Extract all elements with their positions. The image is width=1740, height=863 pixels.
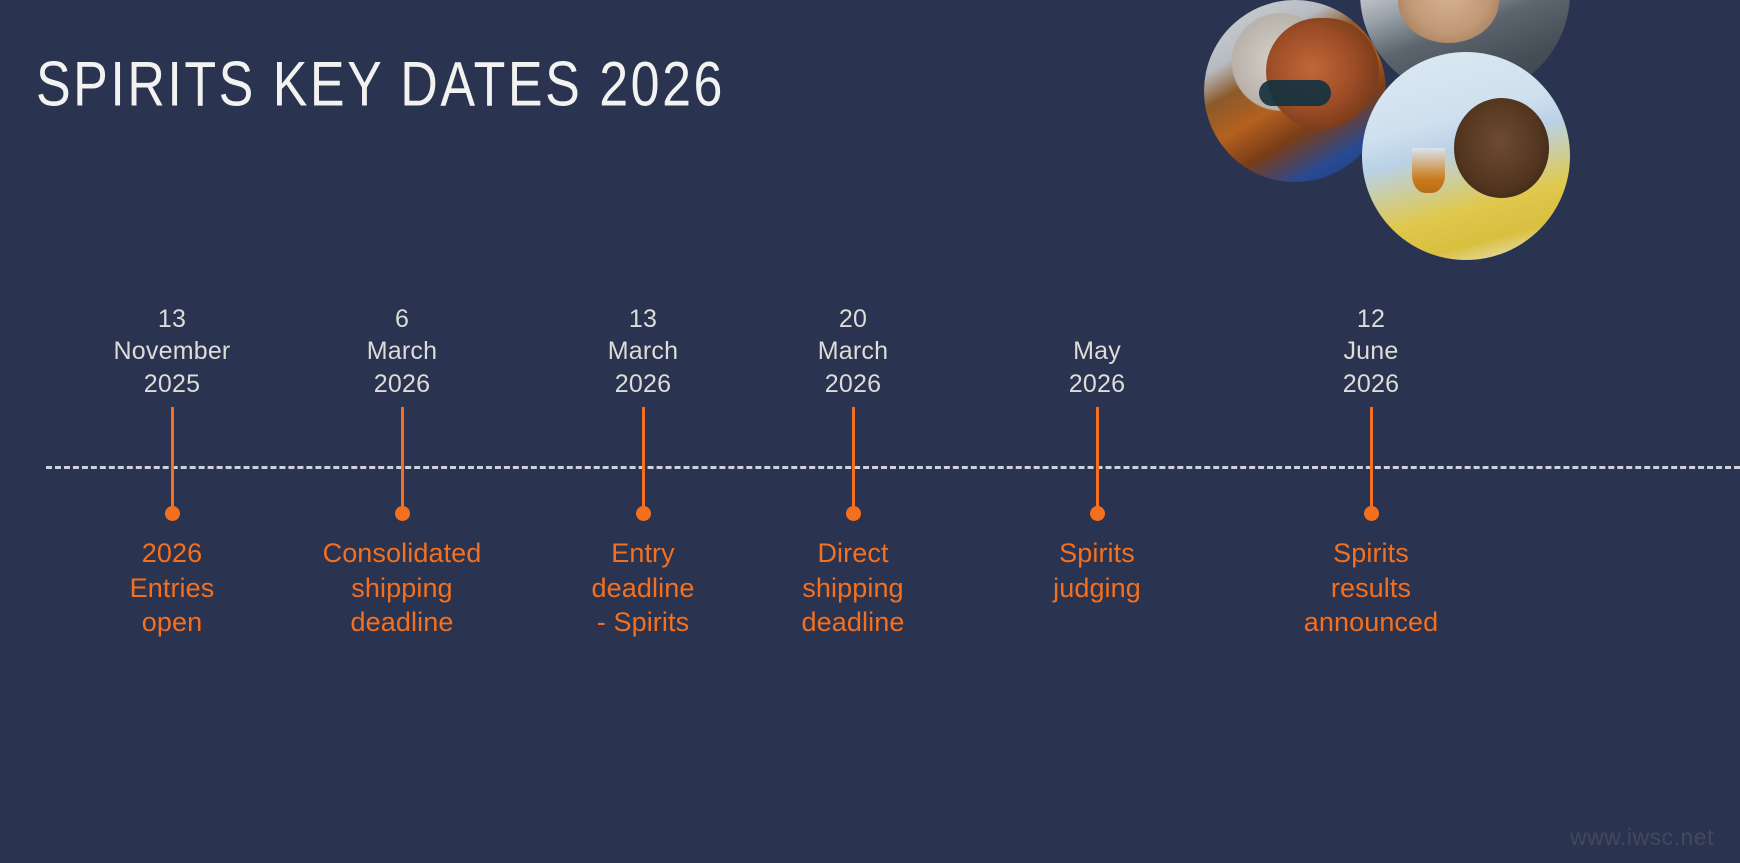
milestone-label-line: Entry [611, 538, 675, 568]
milestone-date-day: 13 [157, 304, 187, 333]
milestone-label-line: deadline [350, 607, 454, 638]
milestone-dot-icon [846, 506, 861, 521]
milestone-dot-icon [636, 506, 651, 521]
milestone-date-month: March [366, 337, 438, 365]
milestone-label: Entry deadline - Spirits [513, 536, 773, 640]
milestone-label-line: Spirits [1333, 538, 1409, 568]
milestone-date-day: 6 [394, 304, 410, 333]
milestone-date-year: 2026 [373, 369, 431, 398]
milestone-stem [852, 407, 855, 514]
milestone-label-line: shipping [802, 572, 904, 603]
milestone-label: Spirits results announced [1241, 536, 1501, 640]
milestone-stem [642, 407, 645, 514]
milestone-date-year: 2026 [614, 369, 672, 398]
milestone-label-line: results [1330, 572, 1412, 603]
milestone-dot-icon [1364, 506, 1379, 521]
milestone-date-month: March [817, 337, 889, 365]
milestone-date-month: May [1073, 337, 1121, 365]
milestone-label-line: deadline [591, 572, 695, 603]
milestone-date-day: 13 [628, 304, 658, 333]
milestone-dot-icon [165, 506, 180, 521]
milestone-stem [171, 407, 174, 514]
milestone-date-day: 20 [838, 304, 868, 333]
milestone-label-line: - Spirits [596, 607, 690, 638]
milestone-stem [1370, 407, 1373, 514]
milestone-date-day: 12 [1356, 304, 1386, 333]
milestone-label-line: announced [1303, 607, 1439, 638]
milestone-label: Consolidated shipping deadline [272, 536, 532, 640]
milestone-label-line: shipping [351, 572, 453, 603]
milestone-label-line: Consolidated [322, 538, 482, 568]
page-title: SPIRITS KEY DATES 2026 [36, 49, 725, 121]
watermark: www.iwsc.net [1569, 824, 1714, 850]
milestone-label-line: open [141, 607, 203, 638]
milestone-label: Spirits judging [967, 536, 1227, 605]
milestone-date-year: 2026 [824, 369, 882, 398]
milestone-label-line: judging [1053, 572, 1141, 603]
milestone-stem [1096, 407, 1099, 514]
timeline-axis [46, 466, 1740, 469]
milestone-date: May 2026 [967, 335, 1227, 400]
milestone-date-month: November [113, 337, 231, 365]
milestone-stem [401, 407, 404, 514]
milestone-dot-icon [395, 506, 410, 521]
milestone-label: Direct shipping deadline [723, 536, 983, 640]
milestone-date-year: 2025 [143, 369, 201, 398]
milestone-label-line: Entries [129, 572, 215, 603]
milestone-date-year: 2026 [1342, 369, 1400, 398]
milestone-label-line: Spirits [1059, 538, 1135, 568]
milestone-label-line: deadline [801, 607, 905, 638]
milestone-date-month: March [607, 337, 679, 365]
milestone-date-year: 2026 [1068, 369, 1126, 398]
milestone-label-line: Direct [817, 538, 889, 568]
milestone-dot-icon [1090, 506, 1105, 521]
milestone-label-line: 2026 [141, 538, 203, 568]
milestone-date-month: June [1343, 337, 1399, 365]
